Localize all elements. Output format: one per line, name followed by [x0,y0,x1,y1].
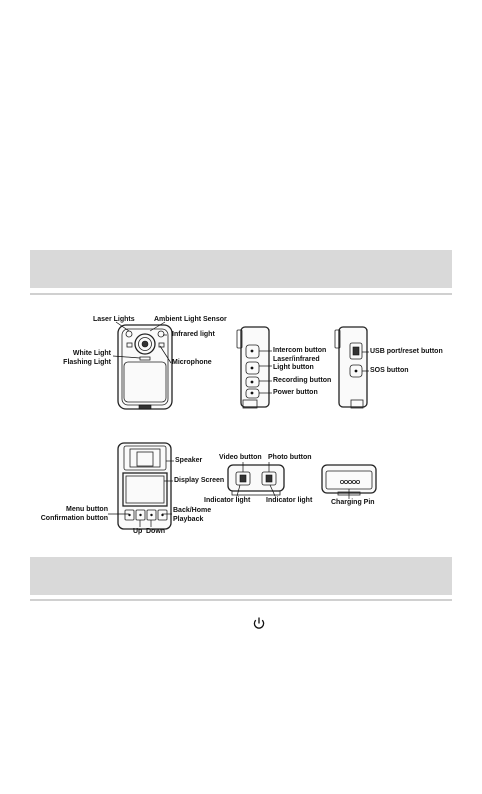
label-laser-infrared-button-line1: Laser/infrared [273,356,320,363]
label-menu-button: Menu button [66,506,108,513]
label-display-screen: Display Screen [174,477,225,484]
label-back-home: Back/Home [173,507,212,514]
label-confirmation-button: Confirmation button [40,515,108,522]
label-power-button: Power button [273,389,318,396]
back-view-device [117,442,172,530]
right-side-device [334,326,368,409]
label-down: Down [146,528,166,535]
label-speaker: Speaker [175,457,203,464]
top-view-leader-lines [236,462,276,497]
section-header-band-top [30,250,452,288]
section-header-band-bottom [30,557,452,595]
divider-bottom [30,599,452,601]
label-recording-button: Recording button [273,377,332,384]
label-usb-port-reset-button: USB port/reset button [370,348,443,355]
back-view-leader-lines [108,460,174,527]
front-view-device [117,324,173,410]
label-laser-lights: Laser Lights [93,316,135,323]
power-icon [253,617,265,629]
label-intercom-button: Intercom button [273,347,327,354]
top-view-device [227,464,285,496]
label-indicator-light-right: Indicator light [266,497,313,504]
label-charging-pin: Charging Pin [331,499,375,506]
label-infrared-light: Infrared light [172,331,215,338]
front-view-leader-lines [112,321,172,364]
label-laser-infrared-button-line2: Light button [273,364,314,371]
left-side-device [236,326,270,409]
label-up: Up [133,528,143,535]
label-microphone: Microphone [172,359,212,366]
left-side-leader-lines [259,350,272,394]
divider-top [30,293,452,295]
label-photo-button: Photo button [268,454,312,461]
label-video-button: Video button [219,454,262,461]
right-side-leader-lines [362,351,369,372]
label-sos-button: SOS button [370,367,409,374]
label-ambient-light-sensor: Ambient Light Sensor [154,316,227,323]
label-white-light: White Light [72,350,111,357]
label-flashing-light: Flashing Light [63,359,111,366]
label-playback: Playback [173,516,204,523]
label-indicator-light-left: Indicator light [204,497,251,504]
